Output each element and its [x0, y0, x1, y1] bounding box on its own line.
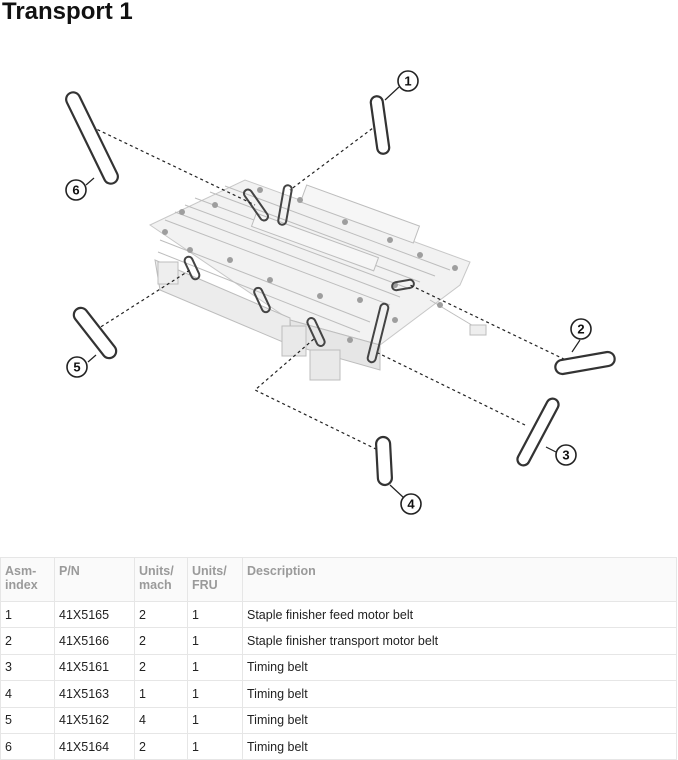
callout-6: 6 — [72, 183, 79, 198]
header-units-mach: Units/ mach — [134, 557, 188, 602]
exploded-view-illustration: 1 2 3 4 5 6 — [65, 70, 616, 515]
cell-pn: 41X5166 — [54, 627, 135, 655]
cell-asm-index: 6 — [0, 732, 55, 760]
cell-pn: 41X5161 — [54, 653, 135, 682]
cell-asm-index: 4 — [0, 680, 55, 708]
cell-units-fru: 1 — [187, 627, 243, 655]
cell-units-mach: 2 — [134, 653, 188, 682]
assembly-fasteners — [162, 187, 458, 343]
parts-table-header: Asm- index P/N Units/ mach Units/ FRU De… — [0, 557, 677, 602]
cell-pn: 41X5164 — [54, 732, 135, 760]
cell-description: Timing belt — [242, 706, 677, 734]
callout-2: 2 — [577, 322, 584, 337]
table-row: 3 41X5161 2 1 Timing belt — [0, 653, 677, 682]
cell-description: Staple finisher feed motor belt — [242, 600, 677, 629]
header-description: Description — [242, 557, 677, 602]
callout-3: 3 — [562, 448, 569, 463]
cell-units-mach: 2 — [134, 600, 188, 629]
table-row: 6 41X5164 2 1 Timing belt — [0, 732, 677, 760]
belt-2-icon — [554, 350, 616, 376]
cell-description: Timing belt — [242, 653, 677, 682]
callout-1: 1 — [404, 74, 411, 89]
table-row: 1 41X5165 2 1 Staple finisher feed motor… — [0, 600, 677, 629]
parts-table: Asm- index P/N Units/ mach Units/ FRU De… — [0, 557, 677, 760]
cell-asm-index: 1 — [0, 600, 55, 629]
cell-units-mach: 2 — [134, 732, 188, 760]
belt-1-icon — [369, 95, 391, 155]
table-row: 4 41X5163 1 1 Timing belt — [0, 680, 677, 708]
callout-connectors — [85, 86, 581, 499]
table-row: 5 41X5162 4 1 Timing belt — [0, 706, 677, 734]
callout-4: 4 — [407, 497, 415, 512]
cell-asm-index: 3 — [0, 653, 55, 682]
belt-4-icon — [375, 435, 393, 487]
cell-description: Timing belt — [242, 680, 677, 708]
cell-description: Timing belt — [242, 732, 677, 760]
callouts — [65, 70, 592, 515]
belt-6-icon — [65, 91, 119, 185]
exploded-view-figure: 1 2 3 4 5 6 — [0, 40, 678, 540]
cell-units-fru: 1 — [187, 653, 243, 682]
exploded-belts — [65, 91, 616, 487]
transport-assembly — [148, 179, 487, 381]
cell-units-fru: 1 — [187, 600, 243, 629]
cell-pn: 41X5165 — [54, 600, 135, 629]
installed-belts — [183, 184, 415, 364]
cell-units-fru: 1 — [187, 706, 243, 734]
cell-units-mach: 1 — [134, 680, 188, 708]
leader-lines — [91, 124, 571, 453]
cell-asm-index: 2 — [0, 627, 55, 655]
page-title: Transport 1 — [2, 0, 133, 25]
belt-5-icon — [72, 306, 118, 360]
cell-asm-index: 5 — [0, 706, 55, 734]
cell-units-fru: 1 — [187, 732, 243, 760]
header-units-fru: Units/ FRU — [187, 557, 243, 602]
cell-units-fru: 1 — [187, 680, 243, 708]
callout-labels: 1 2 3 4 5 6 — [72, 74, 584, 512]
cell-description: Staple finisher transport motor belt — [242, 627, 677, 655]
cell-pn: 41X5163 — [54, 680, 135, 708]
cell-pn: 41X5162 — [54, 706, 135, 734]
cell-units-mach: 2 — [134, 627, 188, 655]
header-pn: P/N — [54, 557, 135, 602]
cell-units-mach: 4 — [134, 706, 188, 734]
table-row: 2 41X5166 2 1 Staple finisher transport … — [0, 627, 677, 655]
belt-3-icon — [516, 397, 560, 467]
header-asm-index: Asm- index — [0, 557, 55, 602]
callout-5: 5 — [73, 360, 80, 375]
